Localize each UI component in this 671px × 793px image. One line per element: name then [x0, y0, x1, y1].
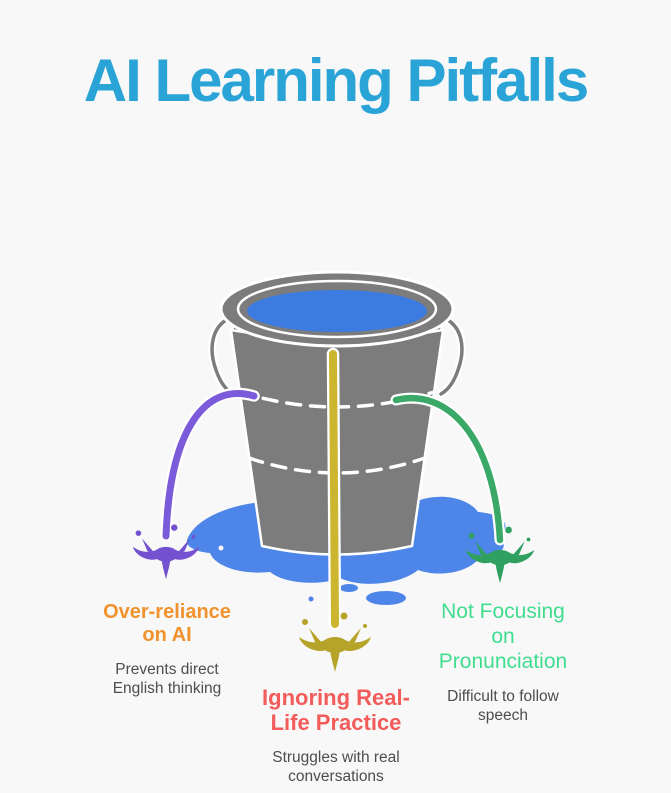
leak-streams — [160, 347, 506, 631]
page-title: AI Learning Pitfalls — [83, 47, 589, 114]
pitfall-title-line: Ignoring Real- — [262, 685, 410, 710]
bucket-handle-right — [439, 316, 464, 396]
pitfall-title-line: on AI — [142, 624, 192, 646]
pitfall-over-reliance: Over-reliance on AI Prevents direct Engl… — [52, 601, 282, 698]
stream-left — [162, 390, 258, 540]
pitfall-subtitle: Difficult to follow speech — [388, 687, 618, 725]
pitfall-subtitle-line: English thinking — [112, 680, 222, 697]
pitfall-subtitle-line: conversations — [288, 768, 384, 785]
pitfall-title: Over-reliance on AI — [52, 601, 282, 647]
pitfall-title-line: Not Focusing — [441, 600, 565, 623]
puddle-highlight-dot — [218, 545, 224, 551]
bucket-water — [247, 290, 427, 332]
pitfall-subtitle-line: Difficult to follow — [447, 688, 559, 705]
stream-right — [392, 395, 504, 544]
pitfall-subtitle: Struggles with real conversations — [221, 748, 451, 786]
pitfall-title-line: Over-reliance — [103, 601, 231, 623]
pitfall-title: Ignoring Real- Life Practice — [221, 685, 451, 735]
pitfall-ignoring-practice: Ignoring Real- Life Practice Struggles w… — [221, 685, 451, 786]
pitfall-title: Not Focusing on Pronunciation — [388, 599, 618, 674]
stream-center — [329, 350, 339, 628]
pitfall-subtitle: Prevents direct English thinking — [52, 660, 282, 698]
pitfall-subtitle-line: speech — [478, 707, 528, 724]
bucket-dashed-band-2 — [247, 456, 427, 475]
pitfall-title-line: Pronunciation — [438, 650, 568, 673]
pitfall-pronunciation: Not Focusing on Pronunciation Difficult … — [388, 599, 618, 725]
pitfall-title-line: on — [491, 625, 515, 648]
pitfall-subtitle-line: Prevents direct — [115, 661, 219, 678]
pitfall-title-line: Life Practice — [270, 710, 402, 735]
pitfall-subtitle-line: Struggles with real — [272, 749, 400, 766]
